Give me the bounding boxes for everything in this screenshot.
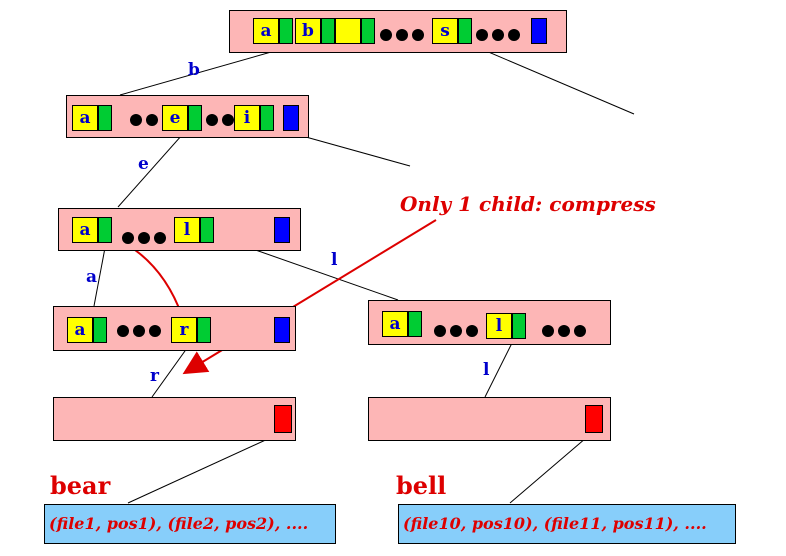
- node-bea-ellipsis: [117, 322, 165, 337]
- leaf-bell-end-marker: [585, 405, 603, 433]
- node-bea: a r: [53, 306, 296, 351]
- compress-annotation: Only 1 child: compress: [400, 192, 656, 216]
- edge-line-e: [117, 125, 191, 208]
- root-key-empty: [335, 18, 361, 44]
- node-b-ellipsis-2: [206, 111, 238, 126]
- node-be-key-a: a: [72, 217, 98, 243]
- edge-label-b: b: [188, 60, 200, 80]
- root-node: a b s: [229, 10, 567, 53]
- node-bel-key-a: a: [382, 311, 408, 337]
- node-be-key-l: l: [174, 217, 200, 243]
- edge-label-e: e: [138, 154, 149, 174]
- node-b-ptr-i: [260, 105, 274, 131]
- node-bea-ptr-r: [197, 317, 211, 343]
- node-bea-end-marker: [274, 317, 290, 343]
- root-ptr-b: [321, 18, 335, 44]
- node-b-ptr-a: [98, 105, 112, 131]
- edge-line-bear-posting: [127, 431, 284, 504]
- edge-label-l1: l: [331, 250, 338, 270]
- root-key-s: s: [432, 18, 458, 44]
- node-be-end-marker: [274, 217, 290, 243]
- root-end-marker: [531, 18, 547, 44]
- edge-label-r: r: [150, 366, 159, 386]
- edge-line-s: [464, 41, 635, 115]
- node-bea-key-r: r: [171, 317, 197, 343]
- word-label-bell: bell: [396, 471, 447, 500]
- root-ellipsis-1: [380, 26, 428, 41]
- node-bea-ptr-a: [93, 317, 107, 343]
- node-b-key-e: e: [162, 105, 188, 131]
- node-bel-ellipsis-2: [542, 322, 590, 337]
- node-bel-ptr-l: [512, 313, 526, 339]
- node-bel-key-l: l: [486, 313, 512, 339]
- node-be: a l: [58, 208, 301, 251]
- node-bel-ellipsis-1: [434, 322, 482, 337]
- edge-line-bell-posting: [509, 431, 594, 504]
- edge-label-a: a: [86, 267, 98, 287]
- leaf-bear-end-marker: [274, 405, 292, 433]
- node-b-ptr-e: [188, 105, 202, 131]
- root-ellipsis-2: [476, 26, 524, 41]
- node-be-ellipsis: [122, 229, 170, 244]
- node-b-key-i: i: [234, 105, 260, 131]
- root-ptr-a: [279, 18, 293, 44]
- node-b: a e i: [66, 95, 309, 138]
- node-b-ellipsis-1: [130, 111, 162, 126]
- word-label-bear: bear: [50, 471, 111, 500]
- node-b-end-marker: [283, 105, 299, 131]
- leaf-node-bell: [368, 397, 611, 441]
- edge-label-l2: l: [483, 360, 490, 380]
- posting-list-bear: (file1, pos1), (file2, pos2), ....: [44, 504, 336, 544]
- root-ptr-empty: [361, 18, 375, 44]
- leaf-node-bear: [53, 397, 296, 441]
- node-bel: a l: [368, 300, 611, 345]
- node-b-key-a: a: [72, 105, 98, 131]
- posting-list-bell: (file10, pos10), (file11, pos11), ....: [398, 504, 736, 544]
- root-key-b: b: [295, 18, 321, 44]
- node-be-ptr-l: [200, 217, 214, 243]
- node-be-ptr-a: [98, 217, 112, 243]
- node-bel-ptr-a: [408, 311, 422, 337]
- node-bea-key-a: a: [67, 317, 93, 343]
- root-key-a: a: [253, 18, 279, 44]
- root-ptr-s: [458, 18, 472, 44]
